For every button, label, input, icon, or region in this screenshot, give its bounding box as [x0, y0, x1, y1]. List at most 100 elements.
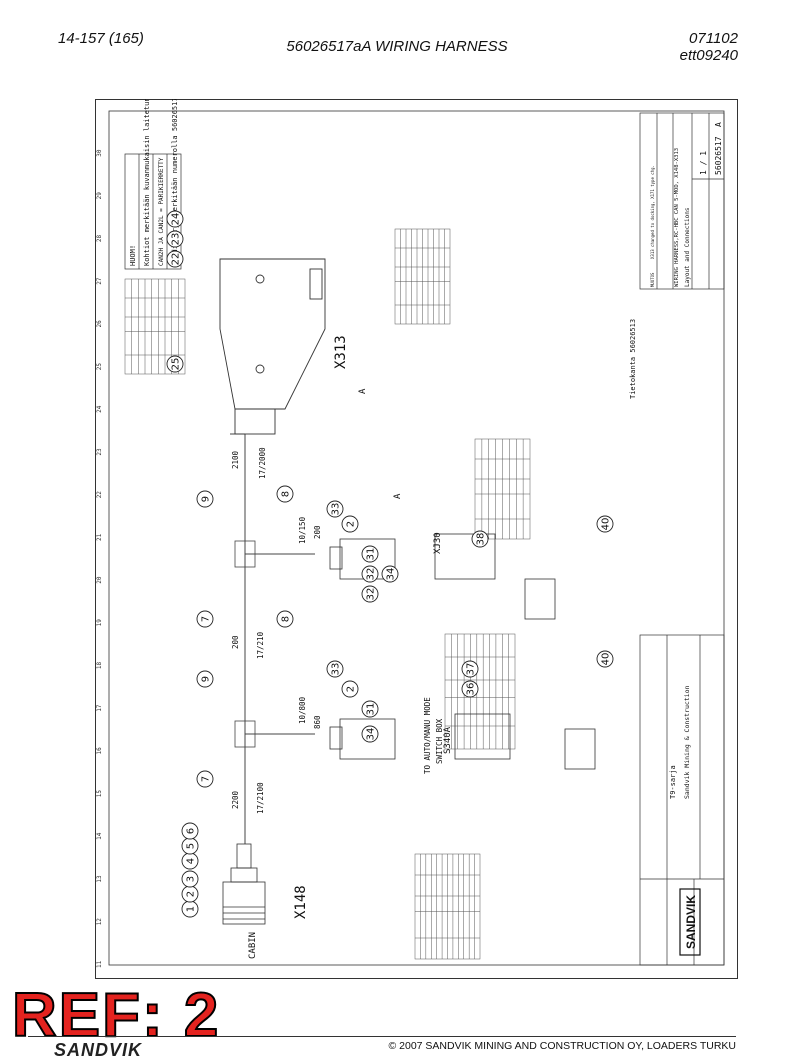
drawing-revision: A — [714, 122, 723, 127]
callout: 38 — [471, 530, 489, 548]
callout-number: 1 — [186, 906, 197, 912]
footer-rule — [28, 1036, 736, 1037]
document-number-2: ett09240 — [679, 47, 738, 64]
series-label: T9-sarja — [669, 765, 677, 799]
sandvik-logo: SANDVIK — [684, 895, 698, 949]
change-note: X313 changed to docking, X171 type chg. — [650, 165, 655, 259]
note-3: CAN2H JA CAN2L = PARIKIERRETTY — [158, 157, 165, 266]
grid-number: 15 — [96, 790, 103, 798]
callout-number: 40 — [601, 518, 612, 531]
label-cabin: CABIN — [248, 932, 258, 959]
callout-number: 24 — [171, 213, 182, 226]
dim-200b: 200 — [231, 635, 240, 649]
grid-number: 29 — [96, 192, 103, 200]
sheet-inner-border — [108, 110, 725, 966]
page-number: 14-157 (165) — [58, 30, 144, 47]
document-title: 56026517aA WIRING HARNESS — [286, 38, 508, 55]
grid-number: 27 — [96, 277, 103, 285]
dim-2100: 2100 — [231, 450, 240, 469]
callout-number: 38 — [476, 533, 487, 546]
callout: 36 — [461, 680, 479, 698]
grid-number: 16 — [96, 747, 103, 755]
grid-number: 20 — [96, 576, 103, 584]
grid-number: 24 — [96, 405, 103, 413]
grid-number: 19 — [96, 619, 103, 627]
grid-number: 21 — [96, 533, 103, 541]
callout: 32 — [361, 585, 379, 603]
grid-number: 26 — [96, 320, 103, 328]
ref-stamp: REF: 2 — [11, 981, 221, 1050]
callout: 9 — [196, 670, 214, 688]
document-number-1: 071102 — [689, 30, 738, 47]
drawing-number: 56026517 — [714, 136, 723, 175]
callout: 22 — [166, 250, 184, 268]
callout-number: 9 — [201, 676, 212, 682]
callout-number: 7 — [201, 776, 212, 782]
callout: 24 — [166, 210, 184, 228]
grid-number: 12 — [96, 918, 103, 926]
callout: 3 — [181, 870, 199, 888]
callout-number: 32 — [366, 568, 377, 581]
grid-number: 18 — [96, 661, 103, 669]
callout-number: 2 — [346, 686, 357, 692]
pin-table — [444, 633, 516, 750]
callout: 4 — [181, 852, 199, 870]
label-xj30: XJ30 — [433, 532, 443, 554]
company-label: Sandvik Mining & Construction — [683, 685, 691, 799]
callout-number: 33 — [331, 663, 342, 676]
database-label: Tietokanta 56026513 — [629, 319, 637, 399]
dim-17-2000: 17/2000 — [258, 447, 267, 479]
callout-number: 33 — [331, 503, 342, 516]
callout: 8 — [276, 485, 294, 503]
callout: 7 — [196, 610, 214, 628]
grid-number: 23 — [96, 448, 103, 456]
callout-number: 8 — [281, 616, 292, 622]
grid-number: 11 — [96, 960, 103, 968]
callout: 7 — [196, 770, 214, 788]
change-label: MUUTOS — [650, 272, 655, 287]
callout-number: 9 — [201, 496, 212, 502]
callout: 31 — [361, 700, 379, 718]
dim-17-2100: 17/2100 — [256, 782, 265, 814]
label-a-2: A — [393, 493, 403, 499]
note-4: Johdinsarja merkitään numerolla 56026517 — [171, 99, 179, 266]
callout-number: 32 — [366, 588, 377, 601]
callout: 2 — [181, 885, 199, 903]
dim-10-800: 10/800 — [298, 696, 307, 724]
callout: 40 — [596, 650, 614, 668]
callout: 9 — [196, 490, 214, 508]
callout-number: 25 — [171, 358, 182, 371]
grid-number: 25 — [96, 363, 103, 371]
dim-2200: 2200 — [231, 790, 240, 809]
callout-number: 3 — [186, 876, 197, 882]
callout-number: 36 — [466, 683, 477, 696]
harness-subtitle: Layout and Connections — [684, 207, 691, 287]
callout-number: 31 — [366, 548, 377, 561]
label-x148: X148 — [293, 885, 309, 919]
callout-number: 22 — [171, 253, 182, 266]
sheet-count: 1 / 1 — [699, 151, 708, 175]
callout: 8 — [276, 610, 294, 628]
dim-200a: 200 — [313, 525, 322, 539]
callout-number: 31 — [366, 703, 377, 716]
grid-number: 30 — [96, 149, 103, 157]
callout-number: 34 — [366, 728, 377, 741]
callout: 34 — [381, 565, 399, 583]
pin-table — [124, 278, 186, 375]
footer-copyright: © 2007 SANDVIK MINING AND CONSTRUCTION O… — [388, 1040, 736, 1052]
rotated-drawing: SANDVIK T9-sarja Sandvik Mining & Constr… — [124, 99, 725, 966]
label-x313: X313 — [333, 335, 349, 369]
callout-number: 6 — [186, 828, 197, 834]
sandvik-footer-logo: SANDVIK — [54, 1040, 143, 1060]
callout: 31 — [361, 545, 379, 563]
callout: 6 — [181, 822, 199, 840]
grid-number: 17 — [96, 704, 103, 712]
harness-title: WIRING HARNESS,RC-HBC CAN 5-MOD, X148-X3… — [674, 148, 680, 287]
callout: 34 — [361, 725, 379, 743]
callout-number: 2 — [346, 521, 357, 527]
sheet-border — [95, 99, 738, 979]
callout-number: 4 — [186, 858, 197, 864]
wiring-drawing: 1112131415161718192021222324252627282930… — [95, 99, 738, 979]
grid-number: 13 — [96, 875, 103, 883]
callout-number: 40 — [601, 653, 612, 666]
